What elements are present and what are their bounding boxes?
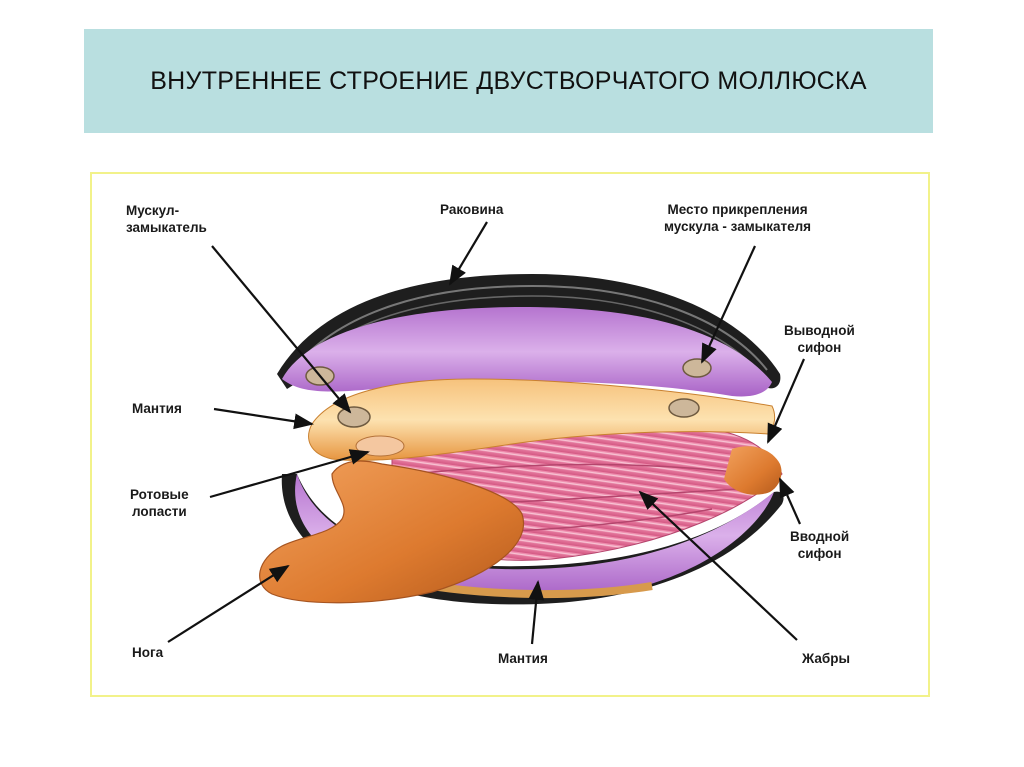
label-adductor-line1: Мускул- [126,203,180,218]
label-oral-line1: Ротовые [130,487,189,502]
slide-title-bar: ВНУТРЕННЕЕ СТРОЕНИЕ ДВУСТВОРЧАТОГО МОЛЛЮ… [84,29,933,133]
label-inhalant-line2: сифон [797,546,842,561]
arrow-mantle-bottom [528,580,545,645]
label-exhalant-siphon: Выводной сифон [784,322,855,356]
label-adductor-muscle: Мускул- замыкатель [126,202,207,236]
arrow-mantle-left [213,407,314,430]
foot [259,460,525,604]
arrow-gills [638,490,798,641]
label-gills: Жабры [802,651,850,666]
mollusc-illustration [167,221,806,645]
arrow-inhalant [778,477,802,525]
arrow-adductor [211,245,352,414]
label-oral-lobes: Ротовые лопасти [130,486,189,520]
label-foot: Нога [132,645,164,660]
label-adductor-line2: замыкатель [126,220,207,235]
arrow-exhalant [766,358,806,444]
arrow-oral [209,449,370,499]
arrow-attachment [700,245,757,364]
label-mantle-left: Мантия [132,401,182,416]
inhalant-siphon [724,446,782,495]
arrow-shell [448,221,488,286]
upper-mantle [282,307,772,397]
muscle-attachment-2 [337,406,371,428]
label-mantle-bottom: Мантия [498,651,548,666]
label-attachment-line2: мускула - замыкателя [664,219,812,234]
label-inhalant-line1: Вводной [790,529,850,544]
muscle-attachment-4 [668,398,700,418]
label-inhalant-siphon: Вводной сифон [790,528,849,562]
label-exhalant-line2: сифон [797,340,842,355]
slide-title: ВНУТРЕННЕЕ СТРОЕНИЕ ДВУСТВОРЧАТОГО МОЛЛЮ… [150,66,867,95]
label-shell: Раковина [440,202,504,217]
label-muscle-attachment: Место прикрепления мускула - замыкателя [664,201,811,235]
figure-frame: Мускул- замыкатель Раковина Место прикре… [90,172,930,697]
label-exhalant-line1: Выводной [784,323,855,338]
label-attachment-line1: Место прикрепления [667,202,808,217]
label-oral-line2: лопасти [131,504,187,519]
muscle-attachment-3 [682,358,712,378]
arrow-foot [167,564,290,643]
